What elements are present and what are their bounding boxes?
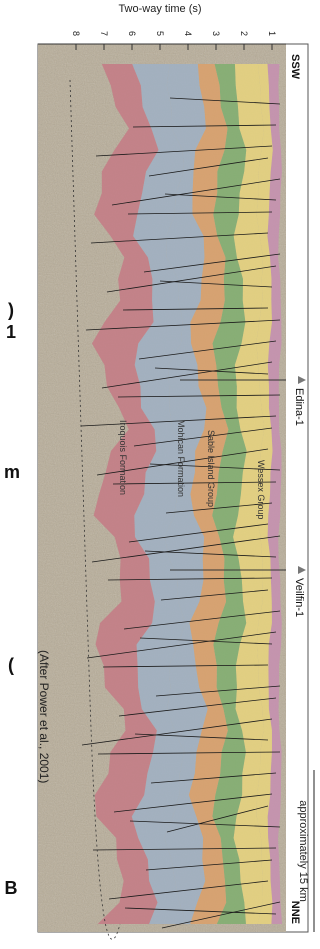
y-tick-label: 8 [71,31,81,36]
y-tick-label: 1 [267,31,277,36]
direction-label-left: SSW [289,54,301,80]
well-label: Edina-1 [293,388,305,426]
y-axis-label: Two-way time (s) [118,3,201,15]
y-tick-label: 5 [155,31,165,36]
well-label: Veilfin-1 [293,578,305,617]
unit-label: Sable Island Group [206,430,216,507]
caption-glyph: ) [4,300,18,321]
seismic-section: 1 2 3 4 5 6 7 8 Two-way time (s) SSW NNE approx… [22,0,320,949]
caption-glyph: B [4,878,18,899]
figure-credit: (After Power et al., 2001) [37,650,51,783]
caption-glyph: m [4,462,18,483]
y-tick-label: 6 [127,31,137,36]
y-tick-label: 7 [99,31,109,36]
caption-glyph: ( [4,655,18,676]
direction-label-right: NNE [289,901,301,924]
y-tick-label: 3 [211,31,221,36]
scale-label: approximately 15 km [297,800,309,902]
unit-label: Iroquois Formation [118,420,128,495]
cropped-caption-strip: B ( m 1 ) [0,0,22,949]
unit-label: Wessex Group [256,460,266,519]
y-tick-label: 4 [183,31,193,36]
caption-glyph: 1 [4,322,18,343]
y-tick-label: 2 [239,31,249,36]
unit-label: Mohican Formation [176,420,186,497]
